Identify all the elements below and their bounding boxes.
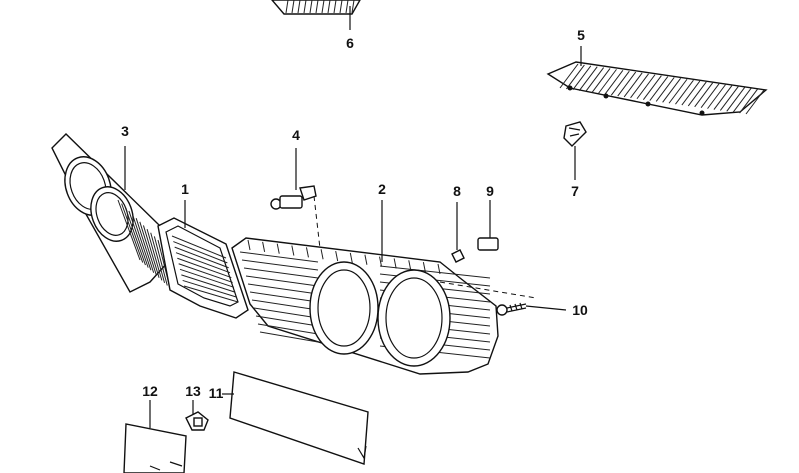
- part-6-grille-top: [271, 0, 361, 30]
- callout-1: 1: [181, 181, 189, 197]
- callout-9: 9: [486, 183, 494, 199]
- callout-3: 3: [121, 123, 129, 139]
- callout-5: 5: [577, 27, 585, 43]
- callout-4: 4: [292, 127, 300, 143]
- part-7-clip: [563, 121, 587, 180]
- callout-6: 6: [346, 35, 354, 51]
- callout-11: 11: [209, 385, 224, 401]
- part-10-screw: [439, 281, 567, 316]
- part-8-screw: [451, 202, 465, 263]
- part-13-clip: [185, 400, 209, 431]
- part-11-cover-panel: [222, 371, 369, 465]
- part-2-main-grille: [231, 200, 499, 375]
- part-3-left-grille-frame: [51, 133, 177, 293]
- callout-2: 2: [378, 181, 386, 197]
- callout-8: 8: [453, 183, 461, 199]
- part-9-clip-nut: [477, 200, 499, 251]
- part-5-slatted-grille: [546, 46, 768, 116]
- part-1-kidney-grille: [157, 200, 249, 319]
- callout-13: 13: [185, 383, 201, 399]
- callout-10: 10: [572, 302, 588, 318]
- part-4-fastener: [270, 148, 323, 267]
- callout-12: 12: [142, 383, 158, 399]
- callout-7: 7: [571, 183, 579, 199]
- part-12-bracket: [123, 400, 187, 473]
